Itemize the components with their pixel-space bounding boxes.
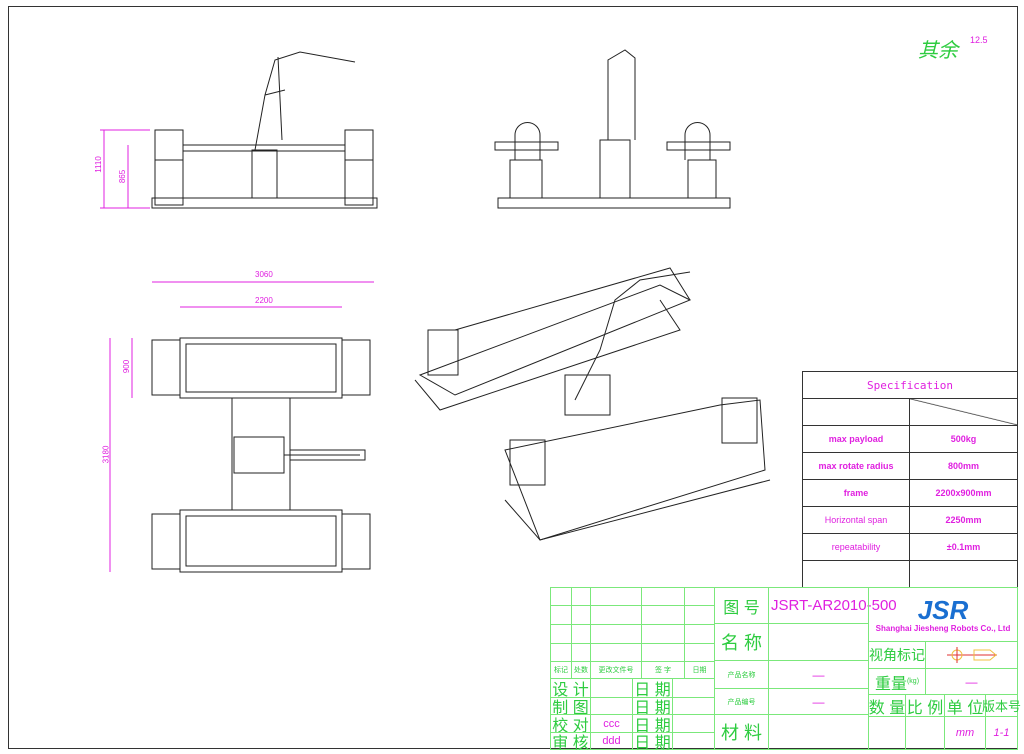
dim-plan-frame-length: 2200 bbox=[255, 296, 273, 305]
dim-frame-width: 900 bbox=[122, 359, 132, 374]
spec-title: Specification bbox=[802, 371, 1018, 399]
weight-value: — bbox=[925, 668, 1018, 695]
product-number: — bbox=[768, 688, 869, 715]
sign-value: ccc bbox=[590, 714, 633, 733]
dim-plan-total-length: 3060 bbox=[255, 270, 273, 279]
corner-note: 其余 bbox=[918, 40, 958, 62]
company-logo-block: JSR Shanghai Jiesheng Robots Co., Ltd bbox=[868, 587, 1018, 642]
dim-total-width: 3180 bbox=[101, 445, 111, 464]
iso-view bbox=[414, 267, 771, 541]
spec-label: frame bbox=[802, 479, 910, 507]
unit-value: mm bbox=[944, 716, 986, 750]
scale-header: 比 例 bbox=[905, 694, 945, 717]
drawing-no-label: 图 号 bbox=[714, 587, 769, 624]
sign-value: ddd bbox=[590, 732, 633, 750]
weight-label: 重量(kg) bbox=[868, 668, 926, 695]
product-name-label: 产品名称 bbox=[714, 660, 769, 689]
product-no-label: 产品编号 bbox=[714, 688, 769, 715]
unit-header: 单 位 bbox=[944, 694, 986, 717]
drawing-number: JSRT-AR2010-500 bbox=[768, 587, 897, 624]
spec-label: repeatability bbox=[802, 533, 910, 561]
spec-value: 500kg bbox=[909, 425, 1018, 453]
spec-label: max payload bbox=[802, 425, 910, 453]
sign-label: 审 核 bbox=[550, 732, 591, 752]
spec-value: ±0.1mm bbox=[909, 533, 1018, 561]
rev-header: 日期 bbox=[684, 661, 715, 679]
product-name: — bbox=[768, 660, 869, 689]
front-view bbox=[494, 49, 731, 209]
dim-side-total: 1110 bbox=[93, 156, 103, 173]
spec-label: max rotate radius bbox=[802, 452, 910, 480]
spec-value: 2200x900mm bbox=[909, 479, 1018, 507]
version-value: 1-1 bbox=[985, 716, 1018, 750]
name-label: 名 称 bbox=[714, 623, 769, 661]
spec-value: 800mm bbox=[909, 452, 1018, 480]
qty-header: 数 量 bbox=[868, 694, 906, 717]
company-name: Shanghai Jiesheng Robots Co., Ltd bbox=[875, 624, 1011, 633]
view-mark-label: 视角标记 bbox=[868, 641, 926, 669]
diagonal-cell bbox=[909, 398, 1018, 426]
material-label: 材 料 bbox=[714, 714, 769, 750]
version-header: 版本号 bbox=[982, 694, 1021, 717]
sign-value bbox=[590, 678, 633, 698]
date-label: 日 期 bbox=[632, 732, 673, 752]
jsr-logo: JSR bbox=[917, 595, 969, 625]
side-view bbox=[100, 51, 378, 209]
spec-label: Horizontal span bbox=[802, 506, 910, 534]
roughness-value: 12.5 bbox=[970, 35, 988, 45]
spec-value: 2250mm bbox=[909, 506, 1018, 534]
sign-value bbox=[590, 697, 633, 715]
plan-view bbox=[109, 281, 374, 573]
projection-symbol-icon bbox=[925, 641, 1018, 669]
dim-side-axis: 865 bbox=[118, 169, 128, 184]
